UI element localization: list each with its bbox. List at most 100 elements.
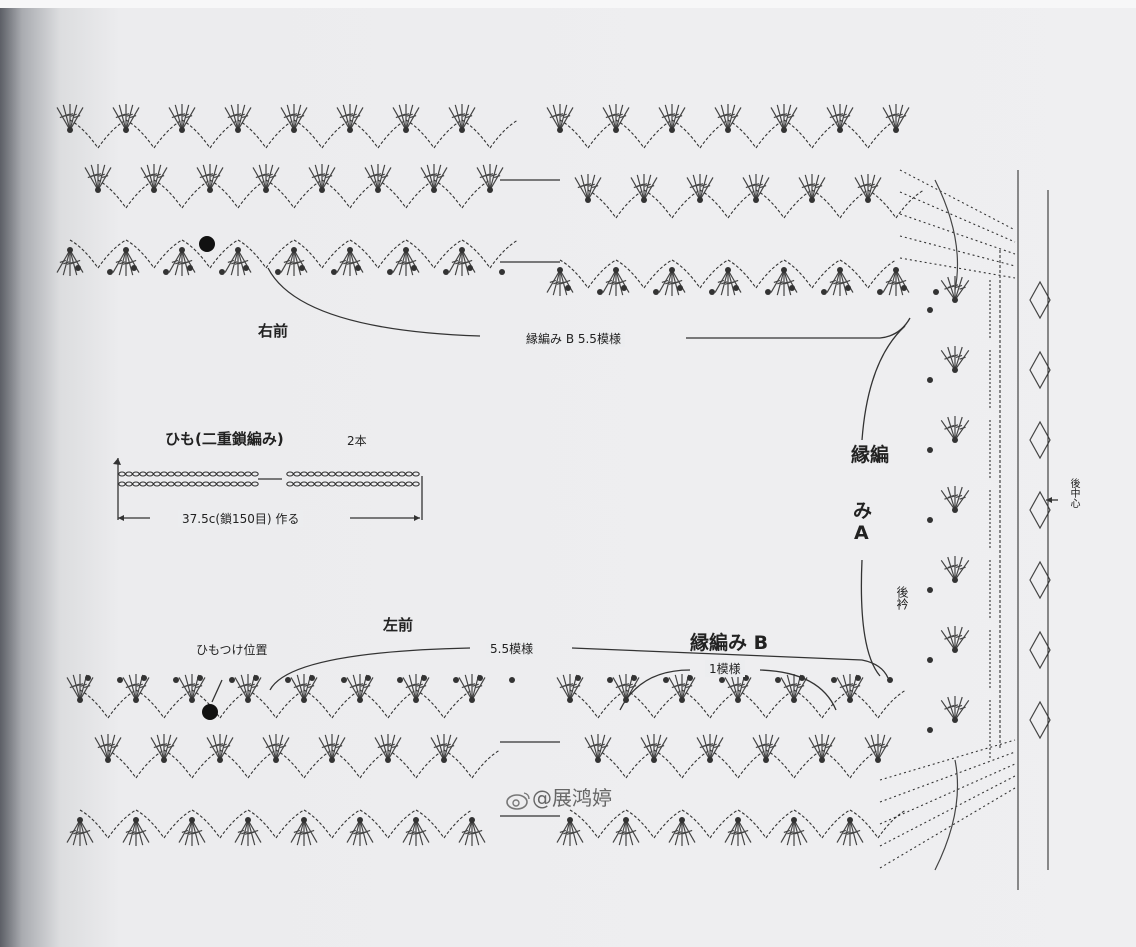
edging-a-top-arc [861, 325, 906, 441]
picot [141, 675, 147, 681]
chain-arc [727, 119, 757, 149]
fan-motif [864, 734, 892, 763]
chain-arc [471, 749, 501, 779]
chain-arc [709, 809, 739, 839]
chain-arc [681, 689, 711, 719]
fan-motif [56, 247, 84, 276]
chain-arc [275, 809, 305, 839]
diamond-loop [1029, 630, 1051, 670]
chain-arc [125, 179, 155, 209]
fan-motif [584, 734, 612, 763]
picot [597, 289, 603, 295]
chain-arc [293, 179, 323, 209]
chain-arc [219, 749, 249, 779]
chain-arc [191, 809, 221, 839]
chain-arc [867, 259, 897, 289]
chain-arc [765, 809, 795, 839]
picot [653, 289, 659, 295]
fan-motif [448, 247, 476, 276]
chain-arc [839, 189, 869, 219]
chain-arc [597, 749, 627, 779]
fan-motif [714, 267, 742, 296]
chain-arc [163, 749, 193, 779]
back-collar-label: 後衿 [895, 586, 909, 610]
chain-arc [107, 749, 137, 779]
fan-motif [346, 817, 374, 846]
picot [131, 265, 137, 271]
measure-lines [211, 267, 1058, 711]
chain-arc [275, 749, 305, 779]
picot [901, 285, 907, 291]
chain-arc [597, 809, 627, 839]
picot [173, 677, 179, 683]
fan-motif [178, 674, 206, 703]
picot [789, 285, 795, 291]
chain-arc [643, 119, 673, 149]
chain-arc [433, 119, 463, 149]
fan-motif [602, 104, 630, 133]
tie-title: ひも(二重鎖編み) [165, 430, 284, 448]
picot [927, 587, 933, 593]
edging-b-55-label: 縁編み B 5.5模様 [522, 330, 625, 347]
fan-motif [94, 734, 122, 763]
diamond-loop [1029, 560, 1051, 600]
fan-motif [546, 104, 574, 133]
chain-arc [877, 689, 907, 719]
tie-count: 2本 [347, 434, 367, 448]
fan-motif [402, 817, 430, 846]
chain-arc [811, 119, 841, 149]
fan-motif [224, 104, 252, 133]
fan-motif [940, 416, 970, 443]
chain-arc [377, 119, 407, 149]
picot [719, 677, 725, 683]
picot [927, 447, 933, 453]
fan-motif [336, 104, 364, 133]
chain-arc [443, 749, 473, 779]
chain-arc [821, 749, 851, 779]
fan-motif [940, 346, 970, 373]
picot [453, 677, 459, 683]
diamond-loop [1029, 420, 1051, 460]
fan-motif [940, 696, 970, 723]
fan-motif [882, 267, 910, 296]
edging-a-bottom-arc [860, 559, 881, 677]
picot [927, 307, 933, 313]
chain-arc [615, 189, 645, 219]
fan-motif [714, 104, 742, 133]
chain-arc [895, 189, 925, 219]
chain-arc [153, 119, 183, 149]
tie-chain [118, 471, 420, 487]
chain-arc [321, 119, 351, 149]
chain-arc [625, 809, 655, 839]
chain-arc [793, 689, 823, 719]
chain-arc [247, 689, 277, 719]
chain-arc [209, 119, 239, 149]
chain-arc [765, 749, 795, 779]
chain-arc [97, 119, 127, 149]
pattern-55-label: 5.5模様 [486, 640, 538, 657]
fan-motif [290, 817, 318, 846]
back-center-label: 後中心 [1068, 478, 1079, 508]
picot [845, 285, 851, 291]
chain-arc [489, 239, 519, 269]
chain-arc [849, 749, 879, 779]
diamond-loop [1029, 350, 1051, 390]
fan-motif [346, 674, 374, 703]
chain-arc [625, 689, 655, 719]
chain-arc [625, 749, 655, 779]
picot [927, 657, 933, 663]
picot [187, 265, 193, 271]
pattern-55-right-arc [571, 647, 889, 679]
chain-arc [415, 809, 445, 839]
right-front-stitch-chart [56, 104, 939, 296]
chain-arc [107, 809, 137, 839]
chain-arc [755, 119, 785, 149]
picot [243, 265, 249, 271]
fan-motif [196, 164, 224, 193]
chain-arc [293, 239, 323, 269]
picot [509, 677, 515, 683]
fan-motif [224, 247, 252, 276]
edging-b-right-arc [686, 317, 911, 339]
chain-arc [699, 259, 729, 289]
fan-motif [770, 267, 798, 296]
